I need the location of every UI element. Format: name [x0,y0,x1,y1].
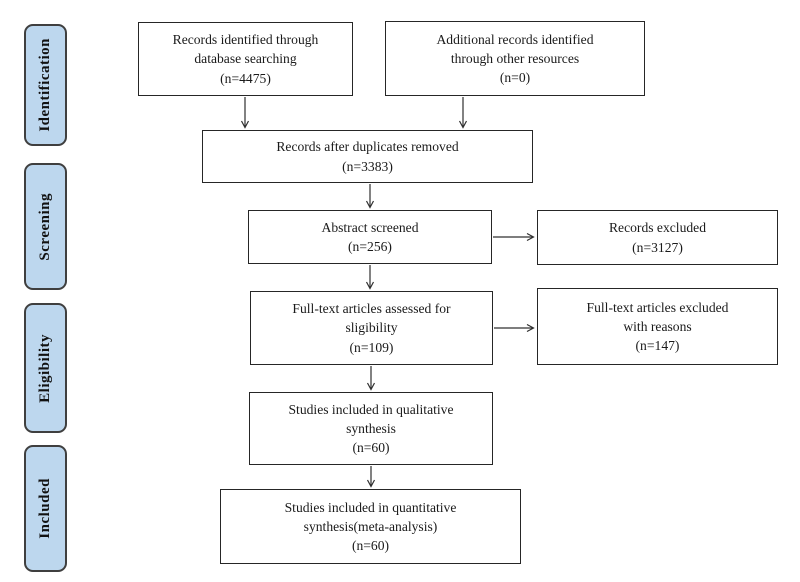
box-line: synthesis [346,420,396,436]
box-line: (n=109) [349,339,394,355]
box-records-identified: Records identified through database sear… [138,22,353,96]
box-line: Full-text articles excluded [586,299,729,315]
box-line: through other resources [450,50,580,66]
box-line: Studies included in quantitative [284,499,457,515]
box-line: (n=60) [351,538,390,554]
box-line: Full-text articles assessed for [292,301,451,317]
box-line: synthesis(meta-analysis) [303,518,438,534]
box-line: Additional records identified [436,31,594,47]
box-line: (n=0) [499,70,531,86]
stage-eligibility: Eligibility [24,303,67,433]
box-line: (n=3383) [342,158,393,174]
box-line: database searching [194,51,297,67]
box-line: Records identified through [172,32,319,48]
box-line: Records excluded [608,220,706,236]
box-line: (n=147) [635,338,680,354]
stage-identification: Identification [24,24,67,146]
box-additional-records: Additional records identified through ot… [385,21,645,96]
stage-screening: Screening [24,163,67,290]
box-after-duplicates: Records after duplicates removed (n=3383… [202,130,533,183]
box-fulltext-excluded: Full-text articles excluded with reasons… [537,288,778,365]
box-records-excluded: Records excluded (n=3127) [537,210,778,265]
stage-included-label: Included [37,478,53,539]
box-quantitative-synthesis: Studies included in quantitative synthes… [220,489,521,564]
box-fulltext-assessed: Full-text articles assessed for sligibil… [250,291,493,365]
box-line: (n=4475) [220,70,271,86]
stage-included: Included [24,445,67,572]
box-line: Studies included in qualitative [288,401,454,417]
box-line: Abstract screened [321,219,419,235]
box-line: (n=60) [352,440,390,456]
box-line: Records after duplicates removed [276,139,459,155]
box-line: (n=3127) [632,239,683,255]
stage-identification-label: Identification [37,38,53,132]
box-line: sligibility [345,320,398,336]
box-line: (n=256) [348,239,392,254]
box-line: with reasons [623,318,692,334]
stage-eligibility-label: Eligibility [37,333,53,403]
box-qualitative-synthesis: Studies included in qualitative synthesi… [249,392,493,465]
stage-screening-label: Screening [37,192,53,261]
box-abstract-screened: Abstract screened (n=256) [248,210,492,264]
